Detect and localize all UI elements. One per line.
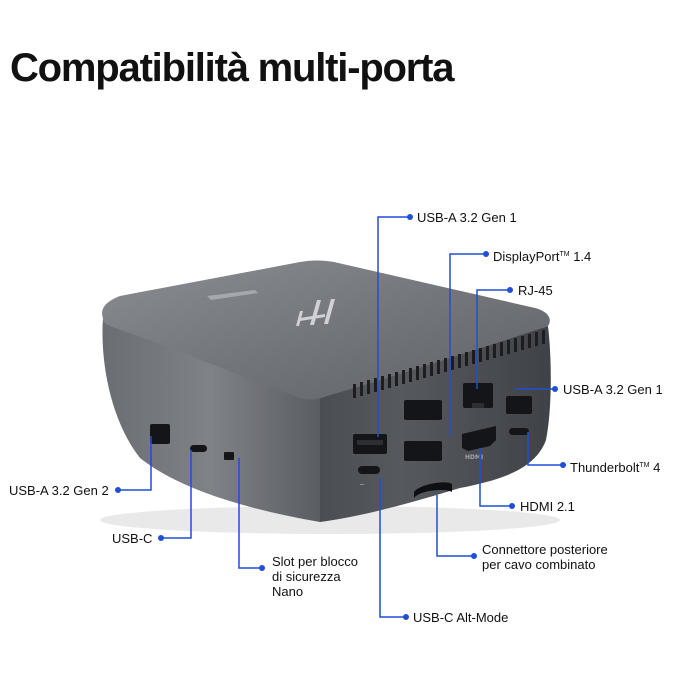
port-displayport-top	[404, 400, 442, 420]
vent-slots	[353, 330, 545, 398]
label-displayport: DisplayPortTM 1.4	[493, 247, 591, 264]
port-thunderbolt	[509, 428, 529, 435]
port-hdmi	[462, 426, 496, 451]
port-rear-combo-connector	[414, 482, 452, 498]
label-rj45: RJ-45	[518, 283, 553, 298]
label-displayport-tm: TM	[559, 251, 570, 258]
svg-text:⎓: ⎓	[360, 482, 364, 488]
label-usb-a-gen2: USB-A 3.2 Gen 2	[9, 483, 109, 498]
port-usb-c-side	[190, 445, 207, 452]
callout-dots	[115, 214, 566, 620]
port-displayport-bottom	[404, 441, 442, 461]
label-thunderbolt-name: Thunderbolt	[570, 460, 640, 475]
label-usb-c: USB-C	[112, 531, 153, 546]
label-thunderbolt-version: 4	[649, 460, 661, 475]
hdmi-marking: HDMI	[465, 454, 483, 461]
label-displayport-name: DisplayPort	[493, 249, 560, 264]
port-nano-lock	[224, 452, 234, 460]
port-usb-a-rear-right	[506, 396, 532, 414]
page-title: Compatibilità multi-porta	[10, 46, 455, 90]
label-thunderbolt-tm: TM	[639, 462, 650, 469]
label-displayport-version: 1.4	[569, 249, 592, 264]
label-usb-c-alt: USB-C Alt-Mode	[413, 610, 509, 625]
label-hdmi: HDMI 2.1	[520, 499, 575, 514]
label-nano-lock: Slot per blocco di sicurezza Nano	[272, 554, 358, 599]
brand-logo-icon	[296, 299, 335, 326]
label-rear-connector: Connettore posteriore per cavo combinato	[482, 542, 608, 572]
port-rj45	[463, 383, 493, 408]
device-left-face	[102, 318, 320, 522]
label-usb-a-top: USB-A 3.2 Gen 1	[417, 210, 517, 225]
port-usb-a-side	[150, 424, 170, 444]
label-usb-a-right: USB-A 3.2 Gen 1	[563, 382, 663, 397]
port-usb-c-rear	[358, 466, 380, 474]
label-thunderbolt: ThunderboltTM 4	[570, 458, 660, 475]
top-light-bar	[207, 290, 258, 300]
callout-lines	[118, 216, 563, 618]
